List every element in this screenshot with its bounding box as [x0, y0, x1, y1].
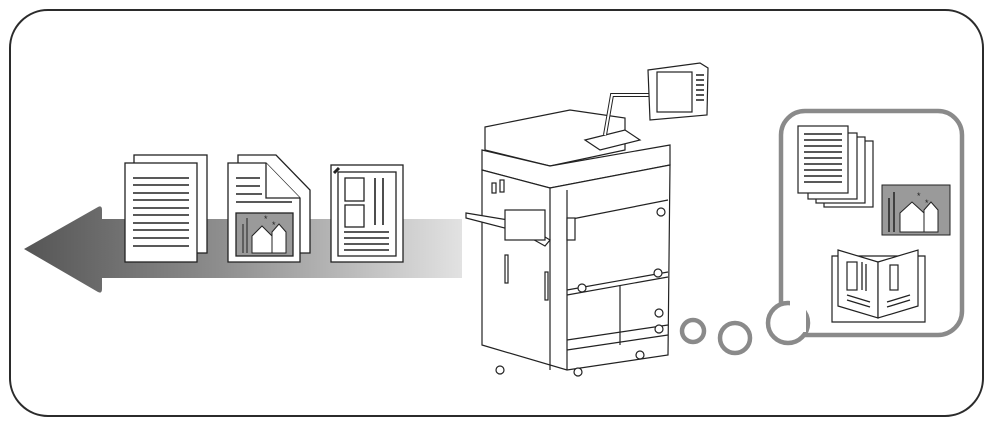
bubble-small — [679, 317, 707, 345]
svg-text:*: * — [272, 220, 276, 230]
printer-icon — [465, 62, 709, 377]
svg-text:*: * — [925, 198, 929, 208]
mixed-document-icon: * * — [227, 154, 311, 263]
house-photo-icon — [242, 218, 287, 254]
stacked-pages-icon — [797, 125, 874, 208]
svg-text:*: * — [264, 214, 268, 224]
layout-document-icon — [330, 164, 404, 263]
svg-text:*: * — [917, 191, 921, 201]
text-document-icon — [124, 154, 208, 263]
photo-icon: * * — [881, 184, 951, 236]
booklet-icon — [831, 249, 926, 323]
bubble-medium — [717, 320, 753, 356]
